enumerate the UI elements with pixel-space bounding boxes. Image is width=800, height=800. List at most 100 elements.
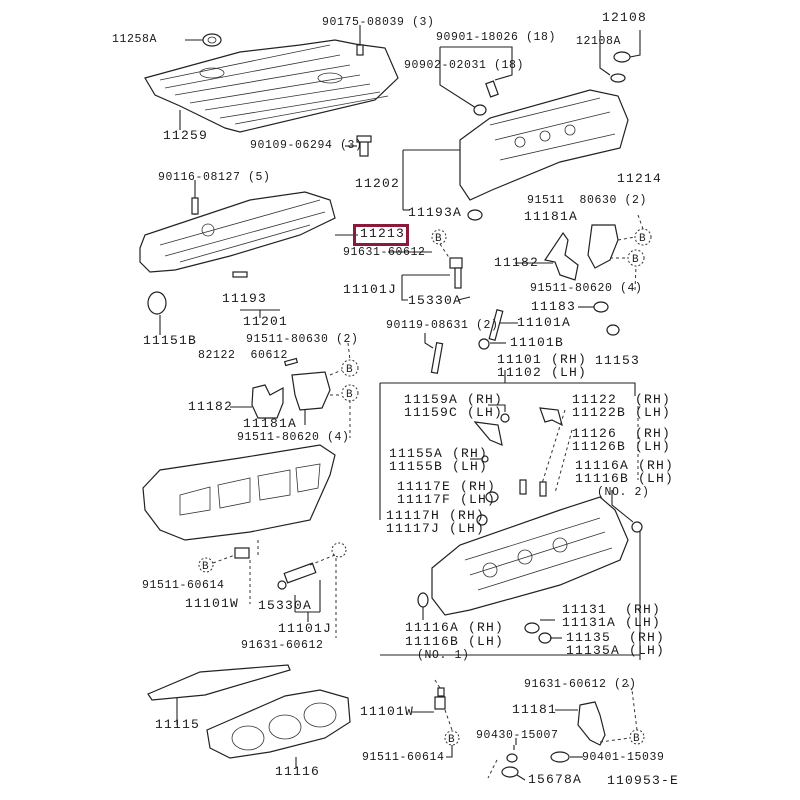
label-no1: (NO. 1): [417, 649, 470, 662]
nut-11101B[interactable]: [478, 338, 490, 350]
marker-b: B: [448, 734, 455, 746]
label-11214: 11214: [617, 171, 663, 186]
label-91631-top: 91631-60612: [343, 246, 426, 259]
dowel-11159C[interactable]: [500, 413, 510, 423]
label-11126: 11126 (RH): [572, 426, 672, 441]
plug-11183[interactable]: [593, 301, 609, 313]
cylinder-head-rh-11101[interactable]: [431, 496, 629, 616]
pcv-valve-11101J-left[interactable]: [283, 562, 317, 584]
gasket-11193[interactable]: [232, 271, 248, 278]
label-11116A-no2: 11116A (RH): [575, 458, 675, 473]
bracket-11182-left[interactable]: [251, 384, 284, 419]
label-11155B: 11155B (LH): [389, 459, 489, 474]
label-92122: 82122 60612: [198, 349, 289, 362]
label-11102-lh: 11102 (LH): [497, 365, 588, 380]
label-91511-80630-left: 91511-80630 (2): [246, 333, 359, 346]
stud-92122[interactable]: [283, 357, 299, 367]
valve-guide-11122[interactable]: [519, 479, 527, 495]
label-11135: 11135 (RH): [566, 630, 666, 645]
exhaust-gasket-11115[interactable]: [147, 664, 291, 701]
label-90109: 90109-06294 (3): [250, 139, 363, 152]
bearing-11159A[interactable]: [473, 421, 503, 446]
marker-b: B: [346, 389, 353, 401]
label-11101A: 11101A: [517, 315, 572, 330]
bracket-11181-bottom[interactable]: [577, 701, 606, 746]
plug-11117H[interactable]: [476, 514, 488, 526]
cylinder-head-cover-lh-11213[interactable]: [139, 180, 336, 273]
bracket-11181A-top[interactable]: [587, 224, 619, 269]
bracket-11182-top[interactable]: [544, 231, 579, 281]
label-11193A: 11193A: [408, 205, 463, 220]
cylinder-head-lh-11102[interactable]: [142, 444, 336, 541]
seal-11135[interactable]: [538, 632, 552, 644]
grommet-90175[interactable]: [356, 44, 364, 56]
gasket-90902[interactable]: [473, 104, 487, 116]
label-11135A: 11135A (LH): [566, 643, 666, 658]
plug-11116A-no1[interactable]: [417, 592, 429, 608]
label-11117H: 11117H (RH): [386, 508, 486, 523]
label-90175: 90175-08039 (3): [322, 16, 435, 29]
label-11159C: 11159C (LH): [404, 405, 504, 420]
bolt-90109[interactable]: [356, 135, 372, 157]
seal-11151B[interactable]: [147, 291, 167, 315]
label-11202: 11202: [355, 176, 401, 191]
label-11116B-no1: 11116B (LH): [405, 634, 505, 649]
label-11101J-left: 11101J: [278, 621, 333, 636]
marker-b: B: [346, 364, 353, 376]
pcv-11101W-left[interactable]: [234, 547, 250, 559]
label-90119: 90119-08631 (2): [386, 319, 499, 332]
label-11122: 11122 (RH): [572, 392, 672, 407]
oil-pressure-switch-90430[interactable]: [506, 753, 518, 763]
label-11131A: 11131A (LH): [562, 615, 662, 630]
label-11182-left: 11182: [188, 399, 234, 414]
label-91511-60614-bottom: 91511-60614: [362, 751, 445, 764]
engine-cover-11259[interactable]: [144, 39, 399, 133]
oil-filler-cap-11258A[interactable]: [202, 33, 222, 47]
label-91511-80620-left: 91511-80620 (4): [237, 431, 350, 444]
label-11193: 11193: [222, 291, 268, 306]
label-90902: 90902-02031 (18): [404, 59, 525, 72]
pcv-valve-11101J-top[interactable]: [449, 257, 463, 289]
label-11258A: 11258A: [112, 33, 158, 46]
plug-90401[interactable]: [550, 751, 570, 763]
label-90430: 90430-15007: [476, 729, 559, 742]
gasket-11193A[interactable]: [467, 209, 483, 221]
label-11101B: 11101B: [510, 335, 565, 350]
label-11101J-top: 11101J: [343, 282, 398, 297]
label-90901: 90901-18026 (18): [436, 31, 557, 44]
label-11122B: 11122B (LH): [572, 405, 672, 420]
stud-11101A[interactable]: [488, 308, 504, 342]
fitting-15678A[interactable]: [501, 766, 519, 778]
valve-guide-11126[interactable]: [539, 481, 547, 497]
label-15330A-left: 15330A: [258, 598, 313, 613]
label-90116: 90116-08127 (5): [158, 171, 271, 184]
plug-11117E[interactable]: [485, 491, 499, 503]
label-11101W-bottom: 11101W: [360, 704, 415, 719]
label-11259: 11259: [163, 128, 209, 143]
label-11181A-top: 11181A: [524, 209, 579, 224]
bracket-11181A-left[interactable]: [291, 371, 331, 411]
highlight-box-11213: [353, 224, 409, 246]
label-11155A: 11155A (RH): [389, 446, 489, 461]
label-11153: 11153: [595, 353, 641, 368]
bolt-90119[interactable]: [430, 342, 444, 374]
marker-b: B: [639, 233, 646, 245]
cylinder-head-cover-rh-11202[interactable]: [459, 89, 629, 201]
part-11153[interactable]: [606, 324, 620, 336]
marker-b: B: [435, 233, 442, 245]
label-11213[interactable]: 11213: [360, 226, 406, 241]
plug-11116A-no2[interactable]: [631, 521, 643, 533]
seal-11131[interactable]: [524, 622, 540, 634]
label-11115: 11115: [155, 717, 201, 732]
plug-tube-90901[interactable]: [485, 80, 499, 98]
label-12108A: 12108A: [576, 35, 622, 48]
label-11183: 11183: [531, 299, 577, 314]
pcv-11101W-bottom[interactable]: [434, 687, 446, 710]
label-11201: 11201: [243, 314, 289, 329]
figure-id: 110953-E: [607, 773, 680, 788]
label-91511-60614-left: 91511-60614: [142, 579, 225, 592]
oil-filler-cap-12108[interactable]: [613, 51, 631, 63]
bearing-11122[interactable]: [539, 407, 563, 427]
head-gasket-11116[interactable]: [206, 689, 351, 759]
